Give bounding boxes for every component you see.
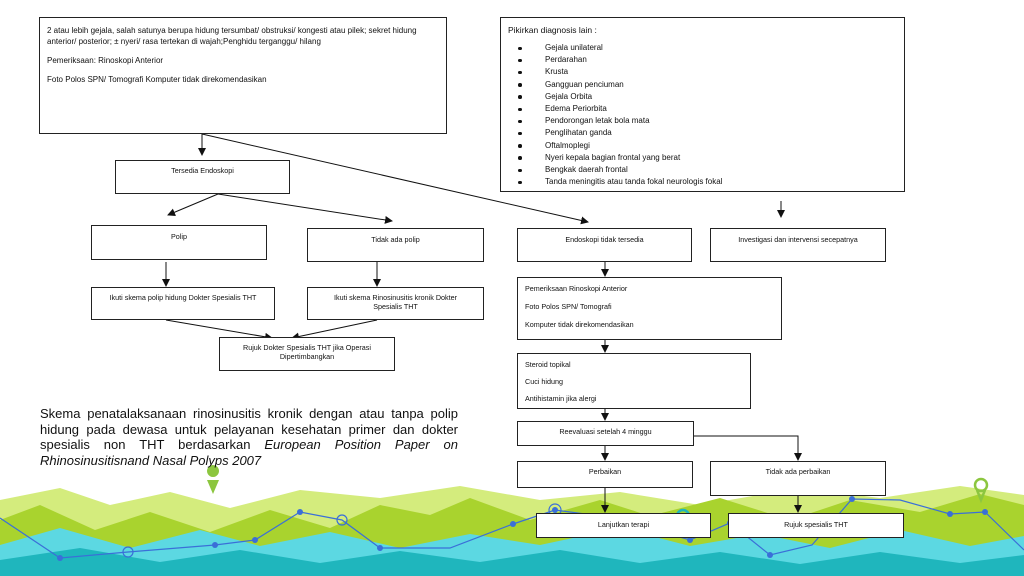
pemeriksaan-line-2: Foto Polos SPN/ Tomografi — [525, 302, 612, 311]
map-pin-outline-icon — [973, 477, 989, 504]
arrow-to-polip — [167, 193, 219, 216]
endoskopi-tidak-tersedia-box: Endoskopi tidak tersedia — [517, 228, 692, 262]
list-item: Oftalmoplegi — [508, 140, 897, 152]
investigasi-box: Investigasi dan intervensi secepatnya — [710, 228, 886, 262]
other-diagnosis-box: Pikirkan diagnosis lain : Gejala unilate… — [500, 17, 905, 192]
pemeriksaan-line-1: Pemeriksaan Rinoskopi Anterior — [525, 284, 628, 293]
rujuk-operasi-box: Rujuk Dokter Spesialis THT jika Operasi … — [219, 337, 395, 371]
reevaluasi-box: Reevaluasi setelah 4 minggu — [517, 421, 694, 446]
list-item: Edema Periorbita — [508, 103, 897, 115]
list-item: Bengkak daerah frontal — [508, 164, 897, 176]
tidak-ada-polip-box: Tidak ada polip — [307, 228, 484, 262]
list-item: Gejala unilateral — [508, 42, 897, 54]
figure-caption: Skema penatalaksanaan rinosinusitis kron… — [40, 406, 458, 468]
arrow-ikuti-to-rujuk-2 — [291, 319, 378, 341]
list-item: Gejala Orbita — [508, 91, 897, 103]
other-diagnosis-list: Gejala unilateral Perdarahan Krusta Gang… — [508, 42, 897, 188]
endoskopi-tidak-tersedia-label: Endoskopi tidak tersedia — [565, 235, 644, 244]
tidak-ada-polip-label: Tidak ada polip — [371, 235, 420, 244]
exam-text: Pemeriksaan: Rinoskopi Anterior — [47, 56, 164, 65]
terapi-line-2: Cuci hidung — [525, 377, 563, 386]
list-item: Tanda meningitis atau tanda fokal neurol… — [508, 176, 897, 188]
list-item: Nyeri kepala bagian frontal yang berat — [508, 152, 897, 164]
tersedia-endoskopi-label: Tersedia Endoskopi — [171, 166, 234, 175]
tersedia-endoskopi-box: Tersedia Endoskopi — [115, 160, 290, 194]
lanjutkan-terapi-box: Lanjutkan terapi — [536, 513, 711, 538]
perbaikan-label: Perbaikan — [588, 467, 622, 476]
symptoms-box: 2 atau lebih gejala, salah satunya berup… — [39, 17, 447, 134]
reevaluasi-label: Reevaluasi setelah 4 minggu — [559, 427, 652, 436]
arrow-ikuti-to-rujuk-1 — [165, 319, 273, 341]
ikuti-skema-polip-label: Ikuti skema polip hidung Dokter Spesiali… — [109, 293, 257, 302]
investigasi-label: Investigasi dan intervensi secepatnya — [738, 235, 858, 244]
rujuk-spesialis-label: Rujuk spesialis THT — [784, 520, 848, 529]
caption-source: European Position Paper on Rhinosinusiti… — [40, 437, 458, 468]
wave-teal — [0, 548, 1024, 576]
rujuk-spesialis-box: Rujuk spesialis THT — [728, 513, 904, 538]
rujuk-operasi-label: Rujuk Dokter Spesialis THT jika Operasi … — [243, 343, 371, 361]
arrow-to-tidak-ada-polip — [217, 193, 393, 224]
arrow-top-to-endoskopi-tidak-tersedia — [201, 133, 589, 225]
list-item: Penglihatan ganda — [508, 127, 897, 139]
pemeriksaan-line-3: Komputer tidak direkomendasikan — [525, 320, 634, 329]
tidak-ada-perbaikan-box: Tidak ada perbaikan — [710, 461, 886, 496]
polip-box: Polip — [91, 225, 267, 260]
symptoms-text: 2 atau lebih gejala, salah satunya berup… — [47, 26, 417, 46]
arrow-reevaluasi-to-tidak-ada-perbaikan — [694, 435, 802, 461]
ikuti-skema-rinosinusitis-box: Ikuti skema Rinosinusitis kronik Dokter … — [307, 287, 484, 320]
list-item: Perdarahan — [508, 54, 897, 66]
ikuti-skema-polip-box: Ikuti skema polip hidung Dokter Spesiali… — [91, 287, 275, 320]
tidak-ada-perbaikan-label: Tidak ada perbaikan — [765, 467, 831, 476]
terapi-box: Steroid topikal Cuci hidung Antihistamin… — [517, 353, 751, 409]
imaging-text: Foto Polos SPN/ Tomografi Komputer tidak… — [47, 75, 267, 84]
list-item: Pendorongan letak bola mata — [508, 115, 897, 127]
list-item: Krusta — [508, 66, 897, 78]
pemeriksaan-box: Pemeriksaan Rinoskopi Anterior Foto Polo… — [517, 277, 782, 340]
list-item: Gangguan penciuman — [508, 79, 897, 91]
terapi-line-1: Steroid topikal — [525, 360, 571, 369]
caption-text: Skema penatalaksanaan rinosinusitis kron… — [40, 406, 458, 452]
perbaikan-box: Perbaikan — [517, 461, 693, 488]
ikuti-skema-rinosinusitis-label: Ikuti skema Rinosinusitis kronik Dokter … — [333, 293, 458, 311]
lanjutkan-terapi-label: Lanjutkan terapi — [597, 520, 650, 529]
terapi-line-3: Antihistamin jika alergi — [525, 394, 597, 403]
polip-label: Polip — [171, 232, 187, 241]
map-pin-icon — [207, 465, 220, 494]
other-diagnosis-title: Pikirkan diagnosis lain : — [508, 25, 597, 35]
